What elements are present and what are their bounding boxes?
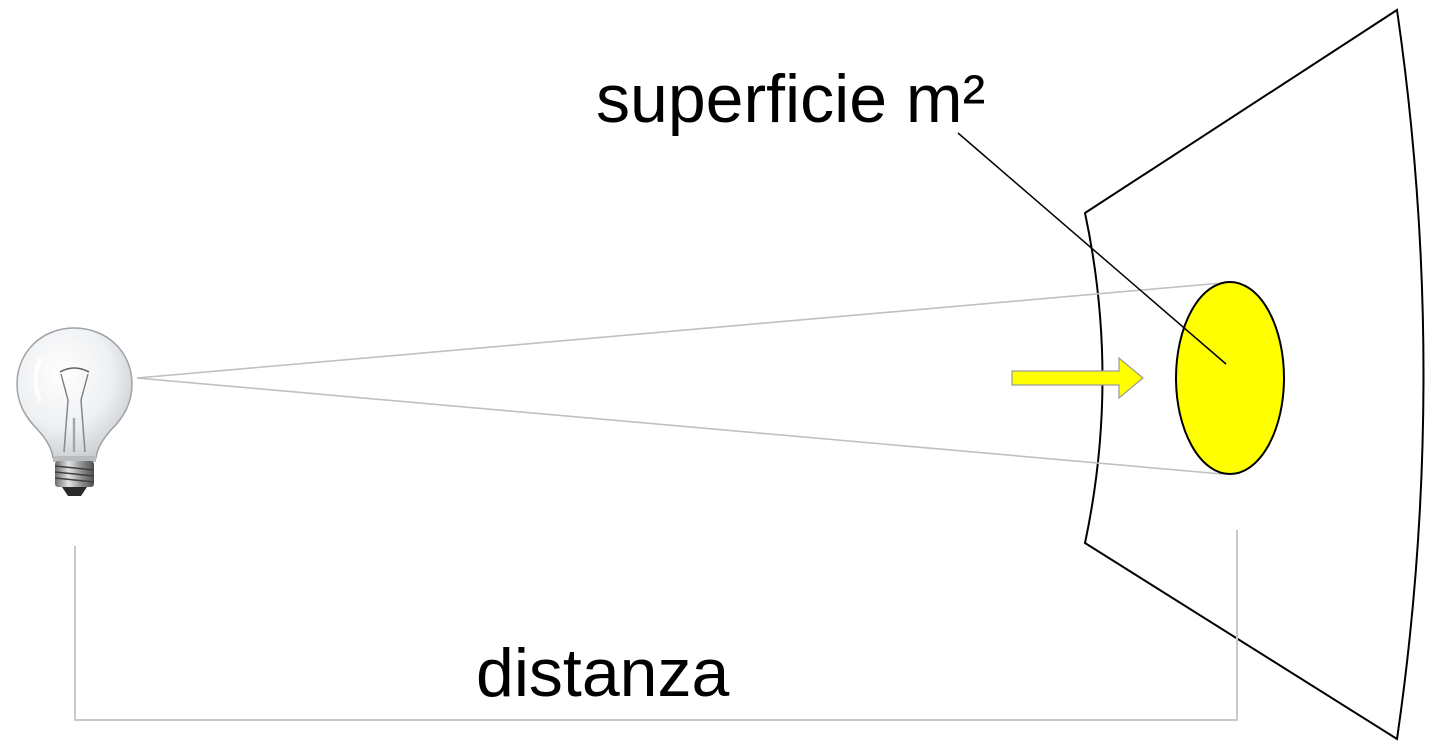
surface-leader-line xyxy=(957,132,1227,365)
illuminated-area-ellipse xyxy=(1175,281,1285,475)
lower-light-ray xyxy=(136,377,1223,475)
upper-light-ray xyxy=(136,282,1223,379)
light-bulb-icon xyxy=(16,327,133,496)
distance-bracket xyxy=(74,530,1238,721)
distance-label: distanza xyxy=(476,635,729,711)
arrow-right-icon xyxy=(1011,356,1144,400)
surface-label: superficie m² xyxy=(596,61,985,137)
curved-surface-outline xyxy=(1083,8,1425,741)
